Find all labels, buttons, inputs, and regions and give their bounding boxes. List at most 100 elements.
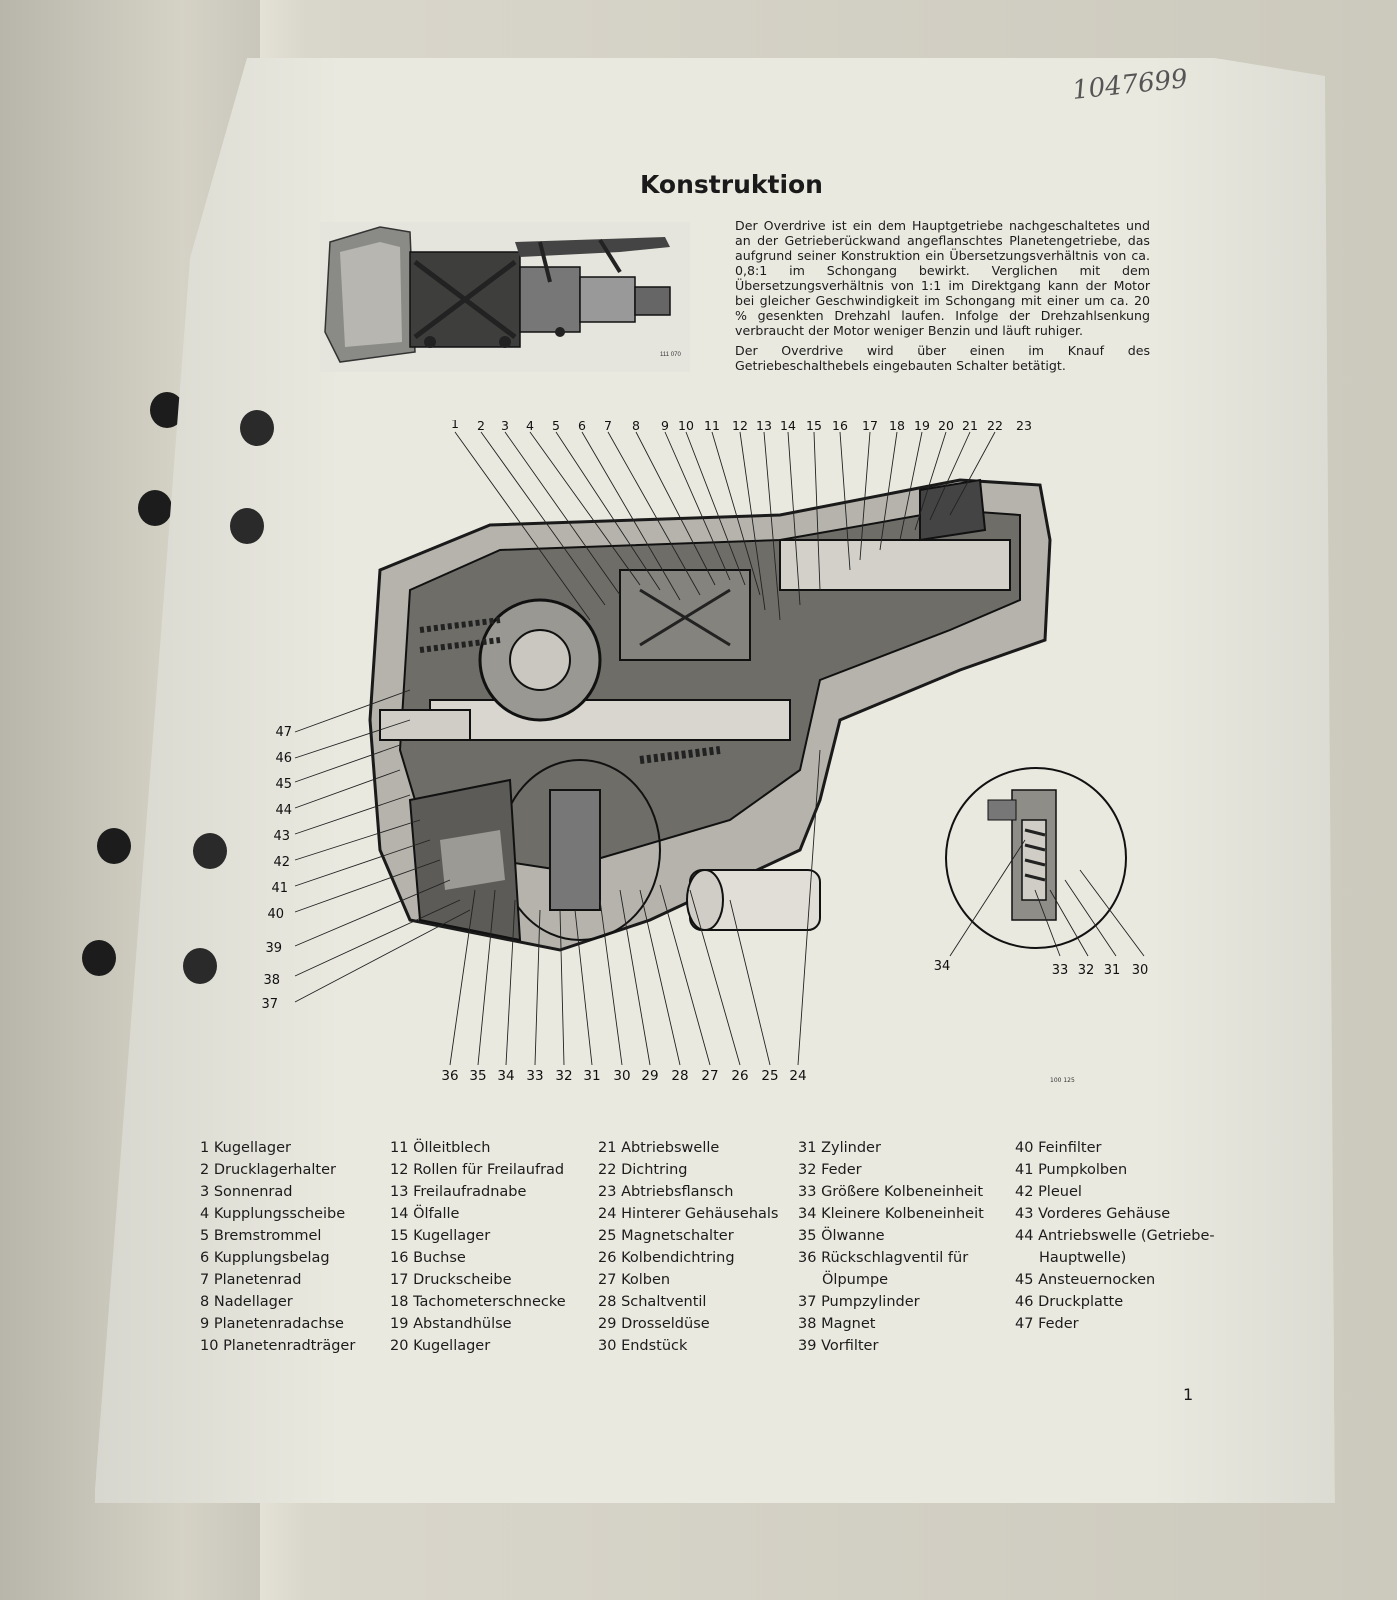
callout-27: 27 (701, 1068, 718, 1084)
legend-label: Druckplatte (1038, 1294, 1124, 1310)
legend-number: 14 (390, 1206, 414, 1222)
legend-number: 13 (390, 1184, 414, 1200)
legend-number: 12 (390, 1162, 414, 1178)
legend-label: Kupplungsscheibe (213, 1206, 346, 1222)
callout-17: 17 (862, 420, 878, 433)
legend-number: 28 (598, 1294, 622, 1310)
legend-number: 36 (798, 1250, 822, 1266)
inset-callout-31: 31 (1104, 963, 1121, 978)
legend-item: 21 Abtriebswelle (598, 1140, 798, 1162)
legend-label: Ölfalle (413, 1206, 460, 1222)
legend-number: 17 (390, 1272, 414, 1288)
legend-item: 7 Planetenrad (200, 1272, 380, 1294)
legend-label: Planetenrad (213, 1272, 302, 1288)
legend-label: Kugellager (413, 1338, 491, 1354)
callout-24: 24 (789, 1068, 806, 1084)
legend-number: 2 (200, 1162, 214, 1178)
legend-number: 39 (798, 1338, 822, 1354)
legend-number: 3 (200, 1184, 214, 1200)
legend-item: 46 Druckplatte (1015, 1294, 1275, 1316)
intro-paragraph: Der Overdrive wird über einen im Knauf d… (735, 343, 1150, 373)
punch-hole (183, 948, 217, 984)
callout-13: 13 (756, 420, 772, 433)
legend-item: 27 Kolben (598, 1272, 798, 1294)
legend-number: 27 (598, 1272, 622, 1288)
inset-callout-33: 33 (1052, 963, 1069, 978)
legend-label: Vorderes Gehäuse (1038, 1206, 1171, 1222)
callout-34: 34 (497, 1068, 514, 1084)
legend-item: 16 Buchse (390, 1250, 595, 1272)
legend-item: 11 Ölleitblech (390, 1140, 595, 1162)
diagram-svg: 1 2 3 4 5 6 7 8 9 10 11 12 13 14 15 16 1… (261, 416, 1148, 1084)
callout-37: 37 (261, 997, 278, 1012)
legend-label: Schaltventil (621, 1294, 707, 1310)
legend-number: 40 (1015, 1140, 1039, 1156)
legend-label: Größere Kolbeneinheit (821, 1184, 984, 1200)
page-number: 1 (1183, 1385, 1194, 1404)
legend-item: 2 Drucklagerhalter (200, 1162, 380, 1184)
legend-item: 39 Vorfilter (798, 1338, 1008, 1360)
callout-7: 7 (604, 420, 612, 433)
legend-number: 38 (798, 1316, 822, 1332)
callout-46: 46 (275, 751, 292, 766)
legend-number: 11 (390, 1140, 414, 1156)
callout-19: 19 (914, 420, 930, 433)
callout-42: 42 (273, 855, 290, 870)
legend-number: 25 (598, 1228, 622, 1244)
callout-12: 12 (732, 420, 748, 433)
legend-item: 5 Bremstrommel (200, 1228, 380, 1250)
legend-label: Druckscheibe (413, 1272, 512, 1288)
legend-item: 8 Nadellager (200, 1294, 380, 1316)
legend-label: Pumpzylinder (821, 1294, 920, 1310)
legend-label: Magnet (821, 1316, 876, 1332)
legend-number: 19 (390, 1316, 414, 1332)
legend-item: 10 Planetenradträger (200, 1338, 380, 1360)
legend-item: 44 Antriebswelle (Getriebe- (1015, 1228, 1275, 1250)
legend-label: Endstück (621, 1338, 688, 1354)
legend-item: 24 Hinterer Gehäusehals (598, 1206, 798, 1228)
legend-item: 9 Planetenradachse (200, 1316, 380, 1338)
callout-4: 4 (526, 420, 534, 433)
legend-number: 32 (798, 1162, 822, 1178)
punch-hole (193, 833, 227, 869)
legend-number: 16 (390, 1250, 414, 1266)
legend-item: 23 Abtriebsflansch (598, 1184, 798, 1206)
legend-item: 31 Zylinder (798, 1140, 1008, 1162)
legend-number: 26 (598, 1250, 622, 1266)
legend-label: Hinterer Gehäusehals (621, 1206, 779, 1222)
callout-22: 22 (987, 420, 1003, 433)
photo-code: 111 070 (660, 352, 681, 358)
legend-number: 46 (1015, 1294, 1039, 1310)
legend-label: Kugellager (213, 1140, 291, 1156)
legend-label: Ansteuernocken (1038, 1272, 1156, 1288)
callout-20: 20 (938, 420, 954, 433)
legend-item: 45 Ansteuernocken (1015, 1272, 1275, 1294)
legend-item: 13 Freilaufradnabe (390, 1184, 595, 1206)
inset-callout-32: 32 (1078, 963, 1095, 978)
legend-item: 43 Vorderes Gehäuse (1015, 1206, 1275, 1228)
callout-14: 14 (780, 420, 796, 433)
callout-8: 8 (632, 420, 640, 433)
legend-label: Abtriebsflansch (621, 1184, 734, 1200)
punch-hole (82, 940, 116, 976)
callout-35: 35 (469, 1068, 486, 1084)
callout-16: 16 (832, 420, 848, 433)
legend-item: 17 Druckscheibe (390, 1272, 595, 1294)
legend-label: Ölleitblech (413, 1140, 491, 1156)
callout-33: 33 (526, 1068, 543, 1084)
legend-item: 35 Ölwanne (798, 1228, 1008, 1250)
legend-item: 37 Pumpzylinder (798, 1294, 1008, 1316)
legend-number: 41 (1015, 1162, 1039, 1178)
legend-label: Freilaufradnabe (413, 1184, 527, 1200)
legend-label: Nadellager (213, 1294, 293, 1310)
legend-label: Kolbendichtring (621, 1250, 735, 1266)
callout-38: 38 (263, 973, 280, 988)
legend-item: 33 Größere Kolbeneinheit (798, 1184, 1008, 1206)
legend-label-continuation: Ölpumpe (822, 1272, 889, 1288)
callout-47: 47 (275, 725, 292, 740)
legend-label: Feder (1038, 1316, 1079, 1332)
legend-number: 29 (598, 1316, 622, 1332)
legend-number: 8 (200, 1294, 214, 1310)
